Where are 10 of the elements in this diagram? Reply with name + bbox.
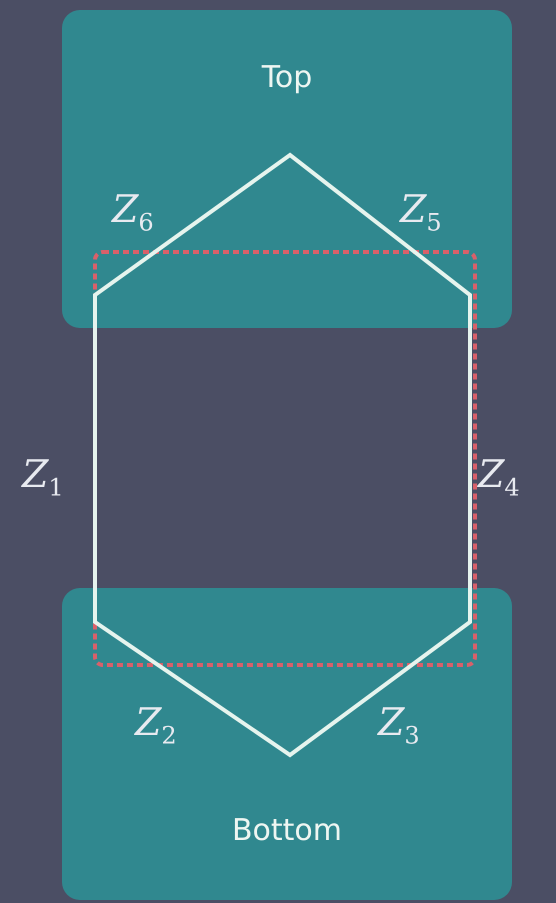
region-title: Bottom xyxy=(230,813,344,848)
side-label: Z$_{5}$ xyxy=(400,190,442,235)
side-label: Z$_{1}$ xyxy=(22,455,64,500)
region-band xyxy=(62,588,512,900)
region-band xyxy=(62,10,512,328)
region-title: Top xyxy=(260,60,314,95)
side-label: Z$_{3}$ xyxy=(378,703,420,748)
side-label: Z$_{6}$ xyxy=(112,190,154,235)
side-label: Z$_{4}$ xyxy=(478,455,520,500)
side-label: Z$_{2}$ xyxy=(135,703,177,748)
